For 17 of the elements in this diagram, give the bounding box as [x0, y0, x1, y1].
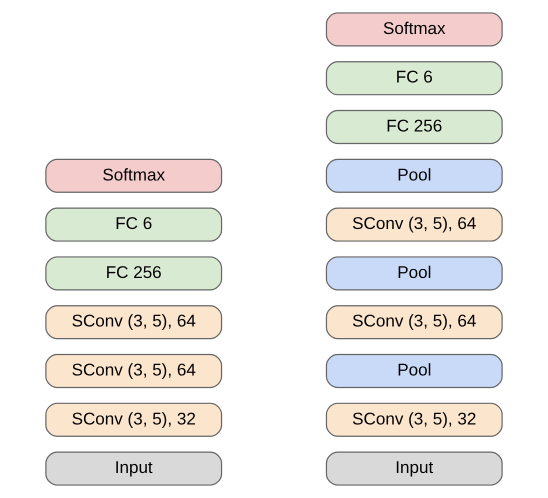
node-box: SConv (3, 5), 64 — [45, 305, 222, 340]
node-box: FC 256 — [45, 256, 222, 290]
node-box: FC 6 — [45, 208, 222, 242]
node-box: SConv (3, 5), 32 — [326, 402, 503, 437]
node-box: Input — [326, 452, 503, 486]
node-box: Pool — [326, 158, 503, 193]
node-box: FC 256 — [326, 110, 503, 144]
node-box: SConv (3, 5), 64 — [326, 305, 503, 340]
node-box: Input — [45, 452, 222, 486]
node-box: Pool — [326, 354, 503, 388]
node-box: SConv (3, 5), 64 — [326, 208, 503, 242]
node-box: FC 6 — [326, 61, 503, 96]
node-box: Softmax — [326, 12, 503, 46]
node-box: SConv (3, 5), 32 — [45, 402, 222, 437]
node-box: Softmax — [45, 158, 222, 193]
node-box: SConv (3, 5), 64 — [45, 354, 222, 388]
node-box: Pool — [326, 256, 503, 290]
